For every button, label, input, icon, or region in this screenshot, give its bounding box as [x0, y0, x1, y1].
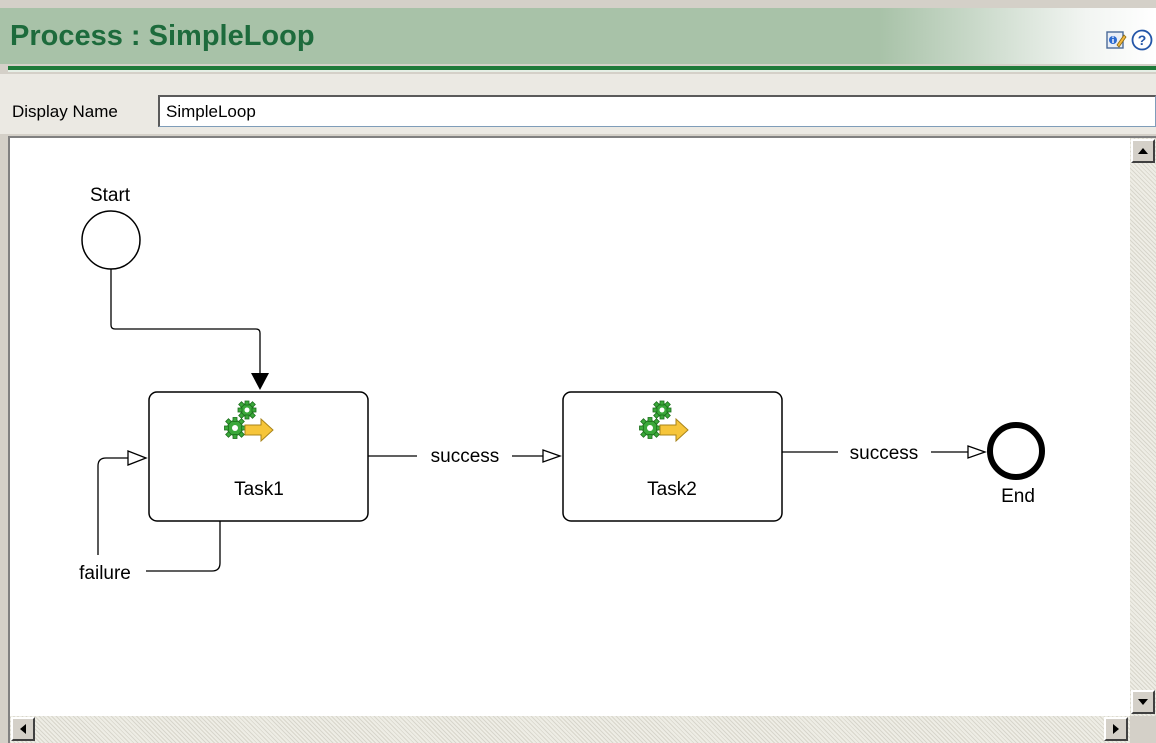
start-event[interactable]	[81, 210, 141, 270]
vertical-scrollbar[interactable]	[1130, 138, 1156, 716]
process-diagram: Start Task1 success Task2	[79, 185, 1045, 584]
page-title: Process : SimpleLoop	[10, 20, 315, 52]
process-header: Process : SimpleLoop ?	[0, 8, 1156, 64]
end-event[interactable]	[987, 422, 1045, 480]
task1-label: Task1	[234, 479, 284, 500]
connector-task1-loop[interactable]	[146, 521, 221, 572]
arrow-up-icon	[1138, 148, 1148, 154]
scrollbar-corner	[1130, 716, 1156, 743]
header-divider	[8, 66, 1156, 70]
display-name-label: Display Name	[12, 102, 118, 121]
task2-label: Task2	[647, 479, 697, 500]
diagram-canvas[interactable]: Start Task1 success Task2	[10, 138, 1130, 716]
arrow-right-icon	[1113, 724, 1119, 734]
scroll-left-button[interactable]	[11, 717, 35, 741]
arrow-down-icon	[1138, 699, 1148, 705]
display-name-input[interactable]	[158, 95, 1156, 127]
connector-task1-loop-return	[97, 457, 128, 555]
display-name-row: Display Name	[0, 74, 1156, 134]
arrowhead-solid	[251, 373, 269, 390]
header-toolbar: ?	[1104, 28, 1154, 52]
arrowhead-open	[967, 445, 987, 459]
diagram-canvas-area: Start Task1 success Task2	[8, 136, 1156, 743]
scroll-up-button[interactable]	[1131, 139, 1155, 163]
start-label: Start	[90, 185, 131, 206]
svg-text:?: ?	[1138, 32, 1147, 48]
horizontal-scrollbar[interactable]	[10, 716, 1130, 743]
task1-failure-label: failure	[79, 563, 131, 584]
arrowhead-open	[127, 450, 148, 466]
task1-node[interactable]	[148, 391, 369, 522]
connector-start-task1[interactable]	[110, 269, 261, 381]
scroll-down-button[interactable]	[1131, 690, 1155, 714]
task2-node[interactable]	[562, 391, 783, 522]
end-label: End	[1001, 486, 1035, 507]
header-divider-highlight	[8, 70, 1156, 72]
task1-success-label: success	[431, 446, 500, 467]
task2-success-label: success	[850, 443, 919, 464]
help-icon[interactable]: ?	[1130, 28, 1154, 52]
scroll-right-button[interactable]	[1104, 717, 1128, 741]
arrowhead-open	[542, 449, 562, 463]
properties-icon[interactable]	[1104, 28, 1128, 52]
arrow-left-icon	[20, 724, 26, 734]
